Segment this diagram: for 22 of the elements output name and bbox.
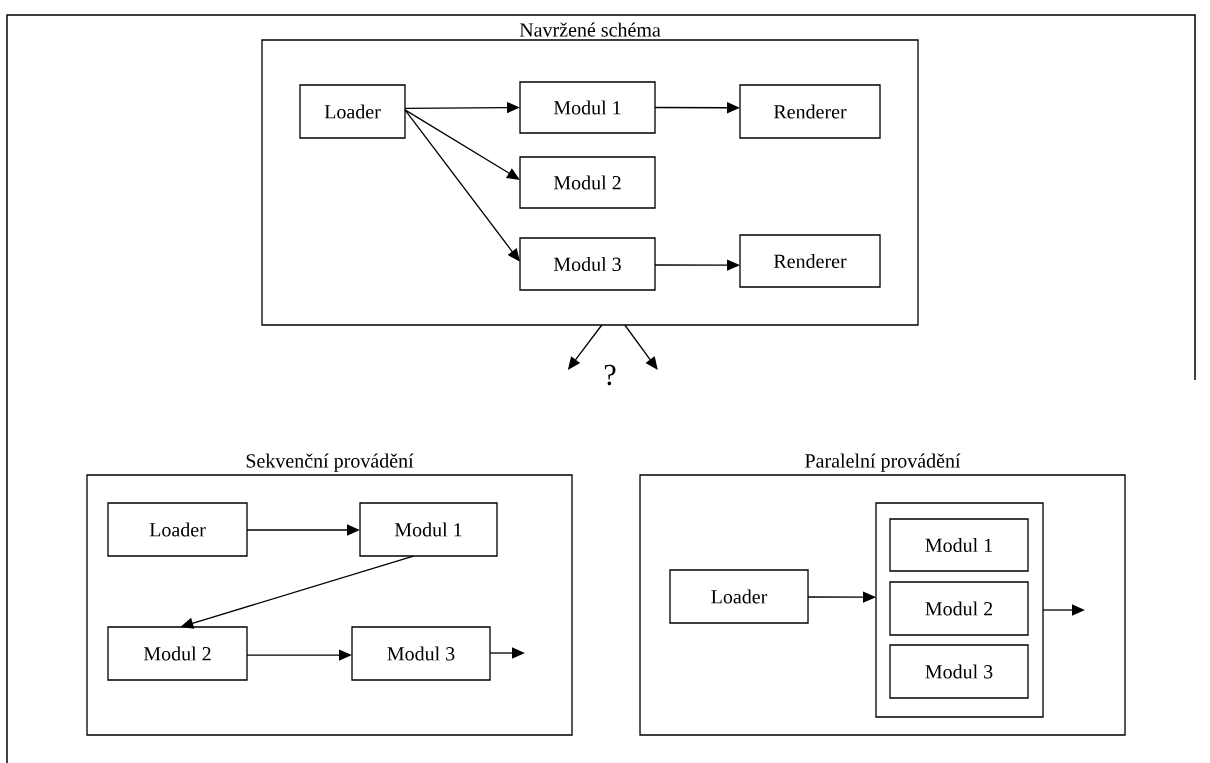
- process-box: Modul 1: [889, 518, 1029, 572]
- node-label: Sekvenční provádění: [246, 453, 414, 472]
- process-box: Renderer: [739, 84, 881, 139]
- process-box: Modul 2: [889, 581, 1029, 636]
- node-label: Paralelní provádění: [805, 453, 961, 472]
- question-mark: ?: [604, 364, 616, 386]
- process-box: Renderer: [739, 234, 881, 288]
- process-box: Loader: [299, 84, 406, 139]
- process-box: Modul 1: [359, 502, 498, 557]
- process-box: Modul 3: [519, 237, 656, 291]
- arrow: [624, 324, 658, 370]
- process-box: Modul 1: [519, 81, 656, 134]
- process-box: Modul 3: [351, 626, 491, 681]
- group-box: [875, 502, 1044, 718]
- process-box: Loader: [669, 569, 809, 624]
- node-label: Navržené schéma: [519, 22, 661, 37]
- process-box: Loader: [107, 502, 248, 557]
- process-box: Modul 3: [889, 644, 1029, 699]
- process-box: Modul 2: [107, 626, 248, 681]
- arrow: [404, 109, 520, 262]
- arrow: [404, 109, 520, 180]
- process-box: Modul 2: [519, 156, 656, 209]
